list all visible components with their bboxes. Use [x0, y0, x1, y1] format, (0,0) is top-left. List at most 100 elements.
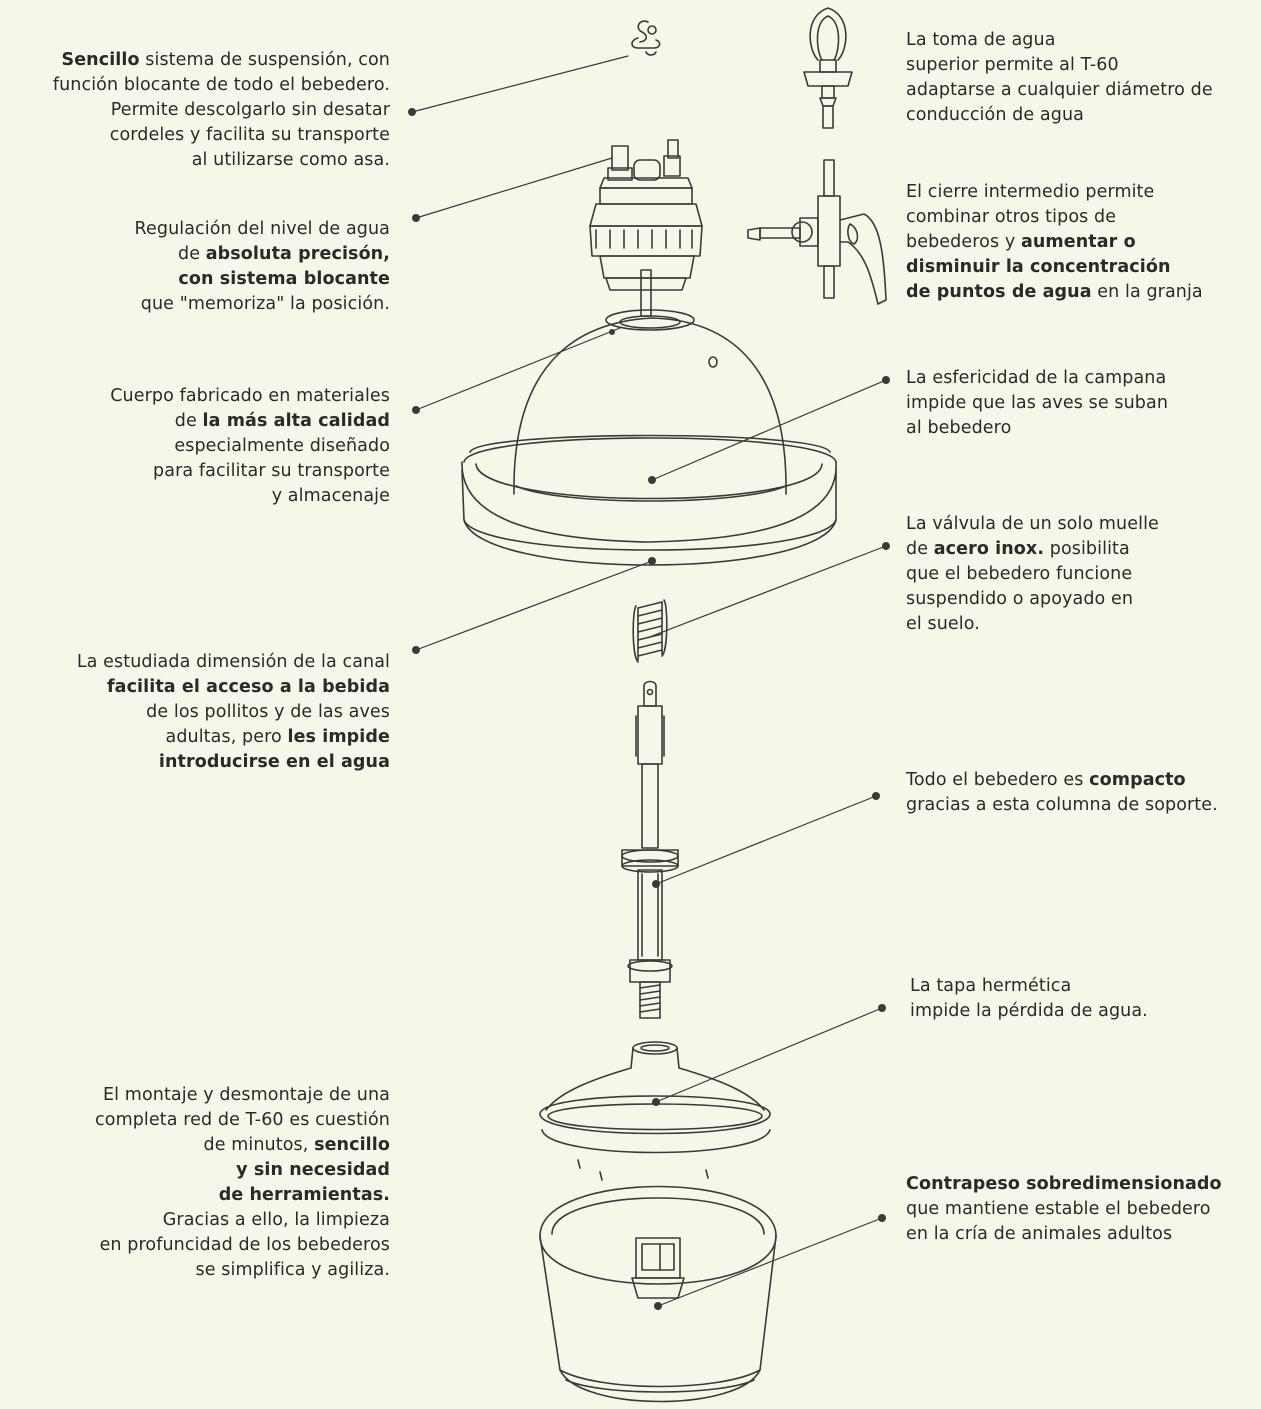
caption-spring: La válvula de un solo muelle de acero ino… [906, 512, 1159, 637]
caption-line: especialmente diseñado [110, 434, 390, 459]
caption-bold-text: absoluta precisón, [205, 244, 390, 264]
caption-intermediate-valve: El cierre intermedio permite combinar otr… [906, 180, 1203, 305]
caption-text: Regulación del nivel de agua [134, 219, 390, 239]
caption-text: combinar otros tipos de [906, 207, 1117, 227]
intermediate-valve-part [747, 159, 887, 305]
caption-line: que el bebedero funcione [906, 562, 1159, 587]
caption-text: el suelo. [906, 614, 980, 634]
caption-line: El montaje y desmontaje de una [95, 1083, 390, 1108]
caption-line: y almacenaje [110, 484, 390, 509]
caption-line: Gracias a ello, la limpieza [95, 1208, 390, 1233]
caption-bold-text: introducirse en el agua [158, 752, 390, 772]
caption-line: al utilizarse como asa. [53, 148, 390, 173]
caption-line: de puntos de agua en la granja [906, 280, 1203, 305]
caption-text: La estudiada dimensión de la canal [76, 652, 390, 672]
caption-bold-text: sencillo [314, 1135, 390, 1155]
caption-text: conducción de agua [906, 105, 1084, 125]
caption-text: El montaje y desmontaje de una [103, 1085, 390, 1105]
caption-text: posibilita [1044, 539, 1130, 559]
leader-dots [408, 108, 890, 1310]
caption-text: Cuerpo fabricado en materiales [110, 386, 390, 406]
caption-line: que "memoriza" la posición. [135, 292, 390, 317]
caption-text: bebederos y [906, 232, 1021, 252]
caption-column: Todo el bebedero es compacto gracias a es… [906, 768, 1218, 818]
suspension-hook-part [631, 20, 661, 56]
caption-bold-text: y sin necesidad [236, 1160, 390, 1180]
caption-text: especialmente diseñado [174, 436, 390, 456]
caption-text: impide la pérdida de agua. [910, 1001, 1148, 1021]
caption-line: para facilitar su transporte [110, 459, 390, 484]
caption-text: superior permite al T-60 [906, 55, 1119, 75]
caption-line: impide que las aves se suban [906, 391, 1168, 416]
caption-text: El cierre intermedio permite [906, 182, 1155, 202]
hermetic-cap-part [539, 1041, 771, 1181]
caption-text: de los pollitos y de las aves [146, 702, 390, 722]
caption-line: de absoluta precisón, [135, 242, 390, 267]
caption-line: La válvula de un solo muelle [906, 512, 1159, 537]
caption-line: adultas, pero les impide [77, 725, 390, 750]
caption-bold-text: compacto [1089, 770, 1186, 790]
caption-bold-text: de herramientas. [218, 1185, 390, 1205]
caption-text: de minutos, [203, 1135, 315, 1155]
caption-text: Todo el bebedero es [906, 770, 1090, 790]
caption-text: función blocante de todo el bebedero. [52, 75, 390, 95]
caption-bold-text: les impide [287, 727, 390, 747]
water-intake-part [803, 7, 853, 129]
caption-line: se simplifica y agiliza. [95, 1258, 390, 1283]
caption-line: disminuir la concentración [906, 255, 1203, 280]
bell-body-part [461, 309, 837, 566]
caption-bold-text: disminuir la concentración [906, 257, 1171, 277]
caption-line: de la más alta calidad [110, 409, 390, 434]
caption-text: adaptarse a cualquier diámetro de [906, 80, 1213, 100]
water-level-regulator-part [589, 139, 703, 317]
caption-line: el suelo. [906, 612, 1159, 637]
caption-line: combinar otros tipos de [906, 205, 1203, 230]
caption-text: La toma de agua [906, 30, 1056, 50]
caption-text: y almacenaje [271, 486, 390, 506]
caption-text: Gracias a ello, la limpieza [162, 1210, 390, 1230]
caption-text: de [906, 539, 934, 559]
caption-line: de acero inox. posibilita [906, 537, 1159, 562]
caption-line: La tapa hermética [910, 974, 1148, 999]
caption-text: gracias a esta columna de soporte. [906, 795, 1218, 815]
caption-line: gracias a esta columna de soporte. [906, 793, 1218, 818]
caption-text: sistema de suspensión, con [139, 50, 390, 70]
caption-line: de minutos, sencillo [95, 1133, 390, 1158]
caption-bold-text: con sistema blocante [178, 269, 390, 289]
caption-text: de [178, 244, 206, 264]
caption-line: en la cría de animales adultos [906, 1222, 1222, 1247]
counterweight-part [539, 1185, 777, 1403]
caption-text: para facilitar su transporte [153, 461, 390, 481]
caption-text: Permite descolgarlo sin desatar [110, 100, 390, 120]
caption-text: completa red de T-60 es cuestión [95, 1110, 390, 1130]
caption-line: cordeles y facilita su transporte [53, 123, 390, 148]
caption-text: que mantiene estable el bebedero [906, 1199, 1211, 1219]
support-column-part [621, 680, 679, 1019]
caption-bold-text: acero inox. [933, 539, 1045, 559]
caption-text: impide que las aves se suban [906, 393, 1169, 413]
caption-line: La toma de agua [906, 28, 1213, 53]
caption-text: al bebedero [906, 418, 1012, 438]
caption-text: suspendido o apoyado en [906, 589, 1134, 609]
caption-text: se simplifica y agiliza. [195, 1260, 390, 1280]
caption-text: La válvula de un solo muelle [906, 514, 1159, 534]
caption-bold-text: Sencillo [61, 50, 140, 70]
caption-text: en la granja [1091, 282, 1203, 302]
caption-bold-text: de puntos de agua [906, 282, 1092, 302]
caption-line: y sin necesidad [95, 1158, 390, 1183]
caption-text: al utilizarse como asa. [191, 150, 390, 170]
caption-line: Contrapeso sobredimensionado [906, 1172, 1222, 1197]
caption-text: en profuncidad de los bebederos [99, 1235, 390, 1255]
caption-text: en la cría de animales adultos [906, 1224, 1173, 1244]
caption-line: conducción de agua [906, 103, 1213, 128]
caption-line: bebederos y aumentar o [906, 230, 1203, 255]
caption-line: adaptarse a cualquier diámetro de [906, 78, 1213, 103]
caption-line: Sencillo sistema de suspensión, con [53, 48, 390, 73]
spring-part [632, 599, 668, 663]
caption-line: Regulación del nivel de agua [135, 217, 390, 242]
